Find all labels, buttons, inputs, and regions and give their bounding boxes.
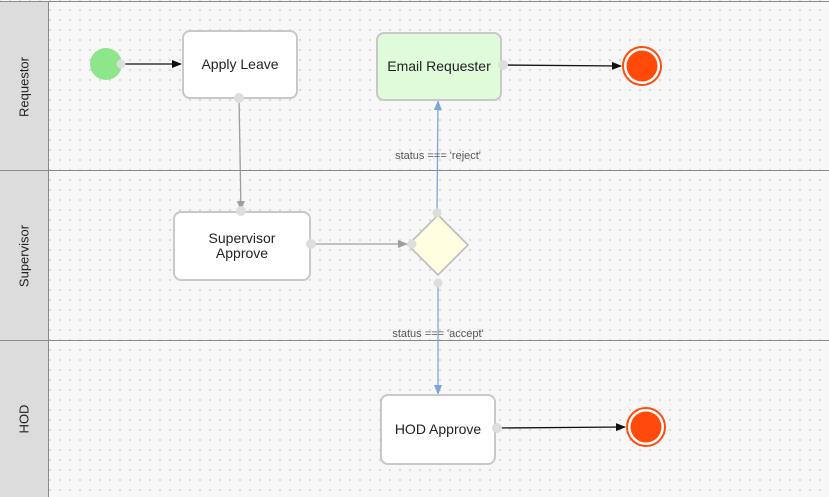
lane-hod[interactable]: HOD <box>0 340 829 497</box>
condition-label-reject[interactable]: status === 'reject' <box>395 150 481 162</box>
task-label: Apply Leave <box>201 56 279 72</box>
task-label: HOD Approve <box>394 421 482 437</box>
connection-port[interactable] <box>492 423 502 433</box>
lane-header-hod[interactable]: HOD <box>0 341 49 497</box>
connection-port[interactable] <box>498 60 508 70</box>
lane-supervisor[interactable]: Supervisor <box>0 170 829 341</box>
lane-body[interactable] <box>49 171 829 341</box>
task-label: Supervisor Approve <box>208 230 276 261</box>
lane-requestor[interactable]: Requestor <box>0 1 829 171</box>
lane-label: Supervisor <box>16 224 32 288</box>
lane-header-requestor[interactable]: Requestor <box>0 2 49 171</box>
task-email-requester[interactable]: Email Requester <box>376 32 502 101</box>
connection-port[interactable] <box>234 93 244 103</box>
lane-label: HOD <box>16 404 32 434</box>
task-supervisor-approve[interactable]: Supervisor Approve <box>173 211 311 281</box>
task-apply-leave[interactable]: Apply Leave <box>182 30 298 99</box>
connection-port[interactable] <box>236 206 246 216</box>
connection-port[interactable] <box>306 239 316 249</box>
task-hod-approve[interactable]: HOD Approve <box>380 394 496 465</box>
condition-label-accept[interactable]: status === 'accept' <box>392 328 484 340</box>
lane-header-supervisor[interactable]: Supervisor <box>0 171 49 341</box>
lane-label: Requestor <box>16 56 32 117</box>
task-label: Email Requester <box>387 58 491 74</box>
